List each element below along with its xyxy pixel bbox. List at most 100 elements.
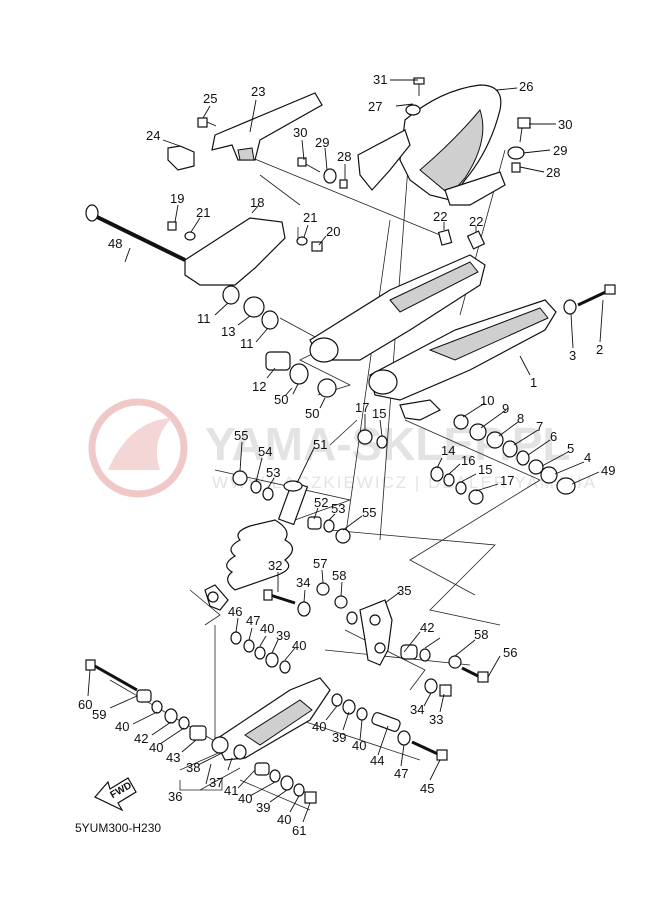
- callout-6: 6: [550, 429, 557, 444]
- seal-40-h: [293, 783, 305, 797]
- seal-40-b: [279, 660, 291, 674]
- callout-21-left: 21: [196, 205, 210, 220]
- collar-57: [316, 582, 330, 596]
- callout-36: 36: [168, 789, 182, 804]
- bushing-11-b: [261, 310, 279, 330]
- callout-2: 2: [596, 342, 603, 357]
- collar-55-lower: [335, 528, 351, 544]
- nut-33: [439, 684, 452, 697]
- callout-26: 26: [519, 79, 533, 94]
- bushing-40-relay: [346, 611, 358, 625]
- bushing-50-a: [289, 363, 309, 385]
- collar-43: [189, 725, 207, 741]
- callout-14: 14: [441, 443, 455, 458]
- callout-30-left: 30: [293, 125, 307, 140]
- callout-40-f: 40: [352, 738, 366, 753]
- bushing-14: [430, 466, 444, 482]
- callout-29-right: 29: [553, 143, 567, 158]
- seal-15-upper: [376, 435, 388, 449]
- collar-27: [405, 104, 421, 116]
- bolt-60: [85, 659, 138, 692]
- callout-40-d: 40: [149, 740, 163, 755]
- callout-42-left: 42: [134, 731, 148, 746]
- bracket-36: [179, 780, 223, 791]
- bushing-13: [243, 296, 265, 318]
- callout-53-lower: 53: [331, 501, 345, 516]
- callout-21-right: 21: [303, 210, 317, 225]
- callout-46: 46: [228, 604, 242, 619]
- callout-9: 9: [502, 401, 509, 416]
- chain-guard: [211, 92, 323, 161]
- collar-12: [265, 351, 291, 371]
- diagram-code: 5YUM300-H230: [75, 821, 161, 835]
- washer-5: [528, 459, 544, 475]
- washer-34-lower: [424, 678, 438, 694]
- callout-22-b: 22: [469, 214, 483, 229]
- collar-29-right: [507, 146, 525, 160]
- callout-33: 33: [429, 712, 443, 727]
- callout-51: 51: [313, 437, 327, 452]
- callout-22-a: 22: [433, 209, 447, 224]
- callout-43: 43: [166, 750, 180, 765]
- washer-3: [563, 299, 577, 315]
- collar-28-right: [511, 162, 521, 173]
- callout-41: 41: [224, 783, 238, 798]
- collar-41: [254, 762, 270, 776]
- seal-40-e: [331, 693, 343, 707]
- callout-5: 5: [567, 441, 574, 456]
- leader-lines: [87, 79, 604, 823]
- collar-44: [371, 712, 401, 732]
- callout-25: 25: [203, 91, 217, 106]
- callout-39-b: 39: [332, 730, 346, 745]
- callout-4: 4: [584, 450, 591, 465]
- callout-38: 38: [186, 760, 200, 775]
- washer-21-right: [296, 236, 308, 246]
- washer-58-lower: [448, 655, 462, 669]
- collar-29-left: [323, 168, 337, 184]
- washer-47-lower: [397, 730, 411, 746]
- callout-7: 7: [536, 419, 543, 434]
- seal-40-d: [178, 716, 190, 730]
- callout-55-upper: 55: [234, 428, 248, 443]
- seal-4: [540, 466, 558, 484]
- collar-55-upper: [232, 470, 248, 486]
- seal-40-a: [254, 646, 266, 660]
- callout-15-lower: 15: [478, 462, 492, 477]
- collar-49: [556, 477, 576, 495]
- callout-47-lower: 47: [394, 766, 408, 781]
- rear-shock: [204, 480, 309, 611]
- swingarm: [309, 254, 557, 421]
- callout-20: 20: [326, 224, 340, 239]
- collar-10: [453, 414, 469, 430]
- clip: [167, 145, 195, 171]
- washer-34-upper: [297, 601, 311, 617]
- bolt-25: [197, 117, 217, 128]
- callout-40-a: 40: [260, 621, 274, 636]
- callouts: 1 2 3 4 5 6 7 8 9 10 11 11 12 13 14 15 1…: [78, 72, 615, 838]
- callout-39-a: 39: [276, 628, 290, 643]
- washer-58-upper: [334, 595, 348, 609]
- callout-17-lower: 17: [500, 473, 514, 488]
- callout-15-upper: 15: [372, 406, 386, 421]
- callout-31: 31: [373, 72, 387, 87]
- bolt-45: [411, 740, 448, 761]
- relay-arm: [359, 599, 393, 666]
- pivot-bolt-2: [577, 284, 616, 307]
- seal-15-lower: [455, 481, 467, 495]
- callout-28-left: 28: [337, 149, 351, 164]
- callout-34-lower: 34: [410, 702, 424, 717]
- bearing-39-c: [280, 775, 294, 791]
- bearing-39-a: [265, 652, 279, 668]
- callout-37: 37: [209, 775, 223, 790]
- callout-35: 35: [397, 583, 411, 598]
- bushing-11-a: [222, 285, 240, 305]
- fwd-arrow-icon: FWD: [94, 777, 137, 812]
- callout-29-left: 29: [315, 135, 329, 150]
- callout-18: 18: [250, 195, 264, 210]
- bushing-17-upper: [357, 429, 373, 445]
- callout-48: 48: [108, 236, 122, 251]
- callout-23: 23: [251, 84, 265, 99]
- callout-34-upper: 34: [296, 575, 310, 590]
- callout-50-b: 50: [305, 406, 319, 421]
